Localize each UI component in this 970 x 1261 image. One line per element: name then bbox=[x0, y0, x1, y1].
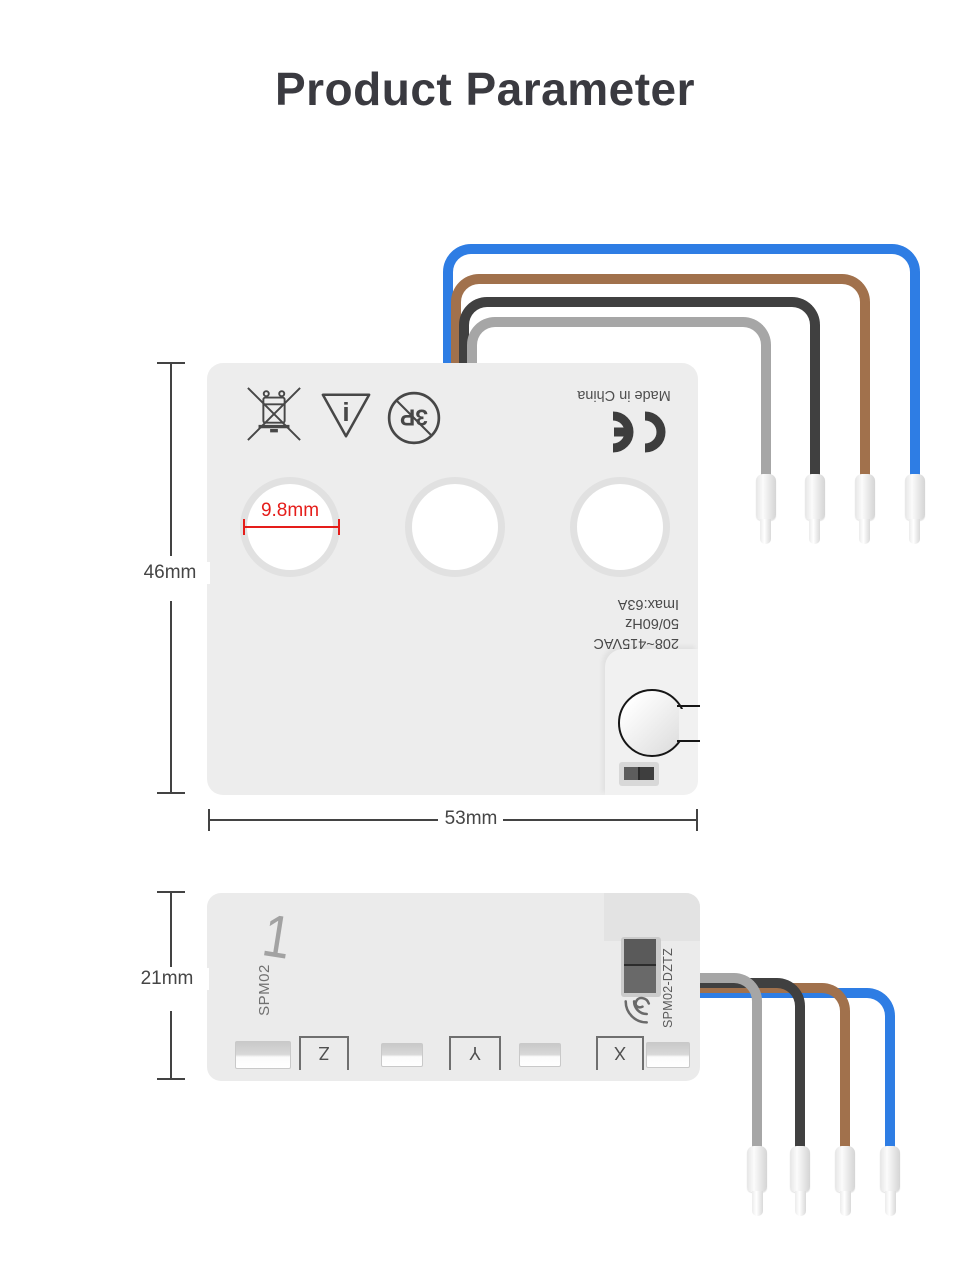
dim-53-line-left bbox=[210, 819, 438, 821]
terminal-label-y: Y bbox=[469, 1043, 482, 1063]
dim-53-line-right bbox=[503, 819, 697, 821]
button-lead-line-bottom bbox=[677, 740, 700, 742]
dim-46-line-upper bbox=[170, 364, 172, 556]
connector-slot-pin bbox=[624, 767, 638, 780]
terminal-slot[interactable] bbox=[381, 1043, 423, 1067]
phase-3p-label: 3P bbox=[400, 405, 428, 431]
dim-21-line-upper bbox=[170, 893, 172, 967]
terminal-label-z: Z bbox=[318, 1043, 330, 1063]
terminal-box-z: Z bbox=[299, 1036, 349, 1070]
wire-ferrule-pin bbox=[859, 519, 870, 544]
wire-gray-bottom bbox=[690, 973, 762, 1148]
connector-slot bbox=[619, 762, 659, 786]
terminal-box-y: Y bbox=[449, 1036, 501, 1070]
switch-slot bbox=[621, 937, 661, 997]
wire-ferrule-pin bbox=[752, 1191, 763, 1216]
dim-46-label: 46mm bbox=[130, 562, 210, 584]
wire-ferrule-pin bbox=[809, 519, 820, 544]
rf-signal-icon bbox=[624, 996, 651, 1024]
wire-ferrule-pin bbox=[885, 1191, 896, 1216]
hole-diameter-tick-left bbox=[243, 519, 245, 535]
button-outline-gap bbox=[679, 709, 691, 740]
ce-mark-icon: CE bbox=[609, 411, 675, 453]
specs-label: 208~415VAC 50/60Hz Imax:63A bbox=[575, 594, 679, 652]
specs-frequency: 50/60Hz bbox=[624, 615, 679, 632]
dim-46-cap-top bbox=[157, 362, 185, 364]
dim-53-tick-right bbox=[696, 809, 698, 831]
wire-brown-bottom bbox=[690, 983, 850, 1148]
wire-ferrule bbox=[747, 1146, 767, 1192]
hole-diameter-line bbox=[243, 526, 340, 528]
wire-ferrule bbox=[905, 474, 925, 520]
ct-hole-3 bbox=[570, 477, 670, 577]
wire-ferrule bbox=[880, 1146, 900, 1192]
dim-46-line-lower bbox=[170, 601, 172, 793]
dim-53-label: 53mm bbox=[438, 808, 504, 830]
wire-ferrule bbox=[855, 474, 875, 520]
dim-21-line-lower bbox=[170, 1011, 172, 1078]
wire-ferrule-pin bbox=[760, 519, 771, 544]
device-side-view: 1 SPM02 SPM02-DZTZ Z Y X bbox=[207, 893, 700, 1081]
terminal-slot[interactable] bbox=[235, 1041, 291, 1069]
info-symbol: i bbox=[342, 397, 349, 427]
switch-slot-inner[interactable] bbox=[624, 939, 656, 993]
wire-blue-top bbox=[443, 244, 920, 480]
page-title: Product Parameter bbox=[274, 63, 696, 115]
wire-ferrule-pin bbox=[795, 1191, 806, 1216]
dim-21-cap-bottom bbox=[157, 1078, 185, 1080]
ct-hole-2 bbox=[405, 477, 505, 577]
connector-slot-inner bbox=[624, 767, 654, 780]
dim-21-cap-top bbox=[157, 891, 185, 893]
terminal-slot[interactable] bbox=[646, 1042, 690, 1068]
wire-ferrule bbox=[835, 1146, 855, 1192]
dim-53-tick-left bbox=[208, 809, 210, 831]
wire-ferrule-pin bbox=[840, 1191, 851, 1216]
wire-ferrule bbox=[790, 1146, 810, 1192]
specs-current: Imax:63A bbox=[617, 596, 679, 612]
connector-slot-pin bbox=[640, 767, 654, 780]
hole-diameter-label: 9.8mm bbox=[260, 500, 320, 521]
terminal-slot[interactable] bbox=[519, 1043, 561, 1067]
reset-button[interactable] bbox=[618, 689, 686, 757]
phase-3p-icon: 3P bbox=[387, 391, 441, 445]
terminal-label-x: X bbox=[614, 1043, 627, 1063]
hole-diameter-tick-right bbox=[338, 519, 340, 535]
button-lead-line-top bbox=[677, 705, 700, 707]
made-in-china-label: Made in China bbox=[577, 387, 671, 403]
wire-ferrule bbox=[756, 474, 776, 520]
weee-bin-icon bbox=[247, 387, 301, 441]
info-triangle-icon: i bbox=[321, 393, 371, 438]
wire-ferrule-pin bbox=[909, 519, 920, 544]
wire-ferrule bbox=[805, 474, 825, 520]
switch-knob-top bbox=[624, 939, 656, 964]
model-code-label: SPM02-DZTZ bbox=[661, 947, 675, 1029]
mounting-tab bbox=[604, 893, 700, 941]
dim-21-label: 21mm bbox=[125, 968, 209, 990]
switch-knob-bottom bbox=[624, 966, 656, 993]
terminal-box-x: X bbox=[596, 1036, 644, 1070]
model-label: SPM02 bbox=[256, 964, 273, 1016]
device-top-view: i 3P Made in China CE 9.8mm 208~415VAC 5… bbox=[207, 363, 700, 795]
dim-46-cap-bottom bbox=[157, 792, 185, 794]
